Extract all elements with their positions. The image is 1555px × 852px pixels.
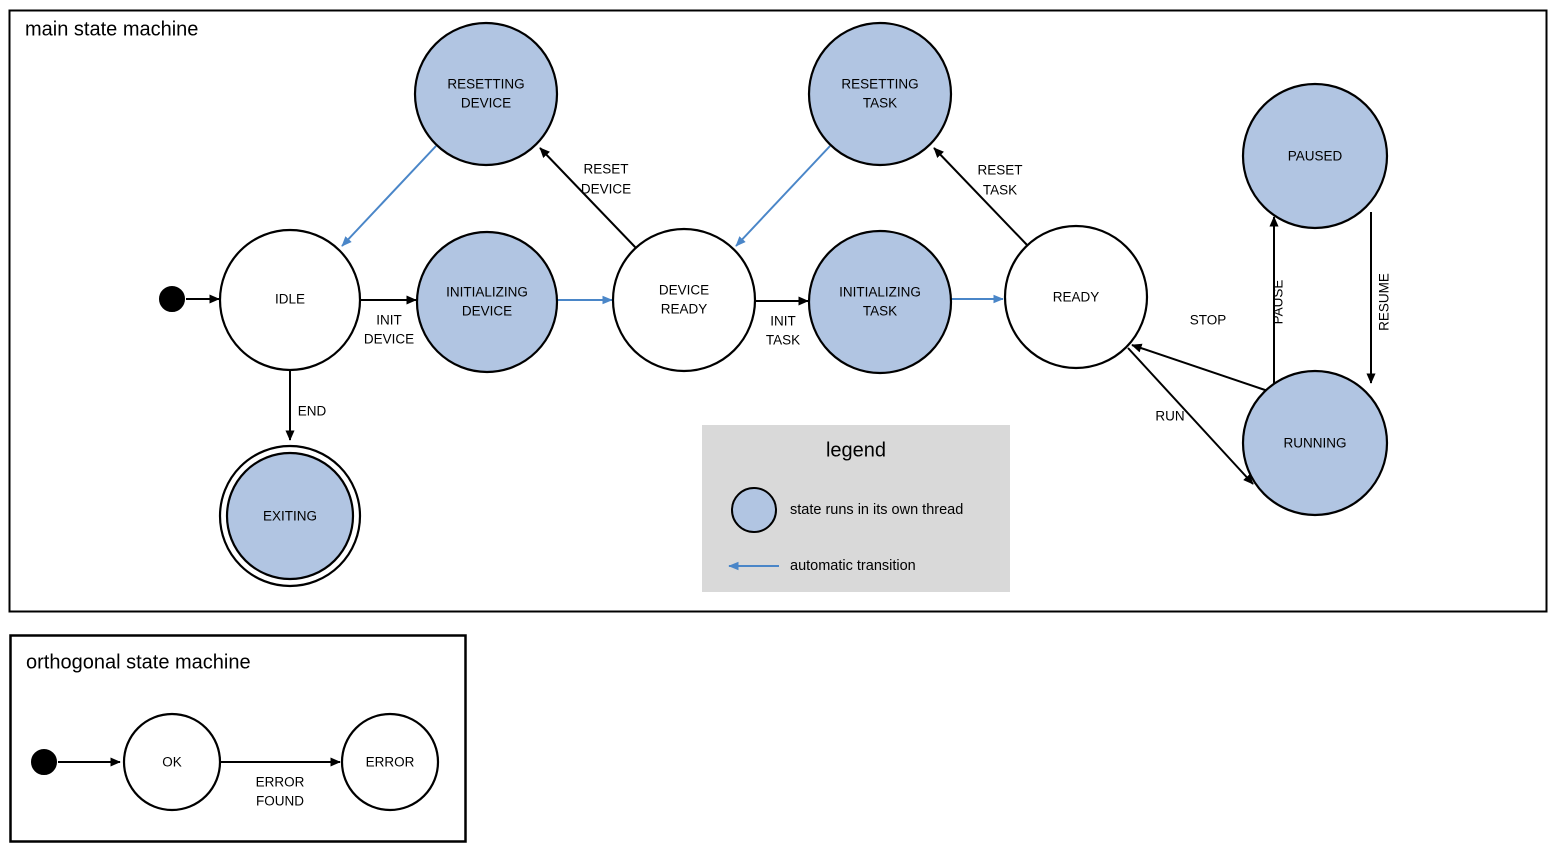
state-running-circle[interactable]	[1241, 369, 1389, 517]
label-reset-device-line2: DEVICE	[581, 182, 631, 197]
edge-device-ready-to-resetting-device	[539, 147, 637, 249]
state-device-ready[interactable]: DEVICE READY	[611, 227, 757, 373]
label-init-task-line1: INIT	[770, 314, 796, 329]
state-paused[interactable]: PAUSED	[1241, 82, 1389, 230]
label-init-device-line2: DEVICE	[364, 332, 414, 347]
state-ready-circle[interactable]	[1003, 224, 1149, 370]
state-resetting-task-circle[interactable]	[807, 21, 953, 167]
state-running-label: RUNNING	[1284, 436, 1347, 451]
orthogonal-state-machine-box: orthogonal state machine OK ERROR ERROR …	[9, 634, 467, 843]
state-initializing-task-label-line1: INITIALIZING	[839, 285, 921, 300]
state-device-ready-circle[interactable]	[611, 227, 757, 373]
state-ok-circle[interactable]	[122, 712, 222, 812]
state-ok-label: OK	[162, 755, 182, 770]
label-pause: PAUSE	[1271, 280, 1286, 325]
orthogonal-box-title: orthogonal state machine	[26, 651, 251, 673]
legend-title: legend	[826, 439, 886, 461]
state-resetting-device-label-line1: RESETTING	[447, 77, 524, 92]
state-error-label: ERROR	[366, 755, 415, 770]
state-initializing-task-circle[interactable]	[807, 229, 953, 375]
label-stop: STOP	[1190, 313, 1227, 328]
state-resetting-task-label-line1: RESETTING	[841, 77, 918, 92]
state-initializing-device-label-line1: INITIALIZING	[446, 285, 528, 300]
edge-resetting-task-to-device-ready	[735, 145, 831, 247]
state-device-ready-label-line1: DEVICE	[659, 283, 709, 298]
state-resetting-device[interactable]: RESETTING DEVICE	[413, 21, 559, 167]
orthogonal-initial-state-marker	[31, 749, 57, 775]
state-paused-circle[interactable]	[1241, 82, 1389, 230]
state-idle-circle[interactable]	[218, 228, 362, 372]
state-ready[interactable]: READY	[1003, 224, 1149, 370]
state-ready-label: READY	[1053, 290, 1100, 305]
legend-blue-circle-icon	[731, 487, 777, 533]
label-error-found-line2: FOUND	[256, 794, 304, 809]
edge-ready-to-resetting-task	[933, 147, 1029, 247]
label-error-found-line1: ERROR	[256, 775, 305, 790]
label-reset-task-line2: TASK	[983, 183, 1017, 198]
transition-edges	[186, 145, 1376, 485]
state-nodes: IDLE RESETTING DEVICE INITIALIZING DEVIC…	[159, 21, 1389, 588]
state-initializing-device-label-line2: DEVICE	[462, 304, 512, 319]
transition-labels: INIT DEVICE RESET DEVICE INIT TASK RESET…	[298, 162, 1392, 424]
legend-panel: legend state runs in its own thread auto…	[702, 425, 1010, 592]
edge-ready-to-running	[1127, 347, 1254, 485]
state-initializing-task-label-line2: TASK	[863, 304, 897, 319]
state-initializing-device[interactable]: INITIALIZING DEVICE	[415, 230, 559, 374]
state-idle-label: IDLE	[275, 292, 305, 307]
state-initializing-device-circle[interactable]	[415, 230, 559, 374]
edge-running-to-ready	[1131, 343, 1269, 392]
state-resetting-device-label-line2: DEVICE	[461, 96, 511, 111]
initial-state-marker	[159, 286, 185, 312]
state-initializing-task[interactable]: INITIALIZING TASK	[807, 229, 953, 375]
state-running[interactable]: RUNNING	[1241, 369, 1389, 517]
state-resetting-task[interactable]: RESETTING TASK	[807, 21, 953, 167]
state-error-circle[interactable]	[340, 712, 440, 812]
state-exiting-circle[interactable]	[225, 451, 355, 581]
legend-item-thread-label: state runs in its own thread	[790, 502, 963, 518]
legend-item-automatic-label: automatic transition	[790, 558, 916, 574]
state-device-ready-label-line2: READY	[661, 302, 708, 317]
state-exiting[interactable]: EXITING	[218, 444, 362, 588]
state-exiting-label: EXITING	[263, 509, 317, 524]
state-resetting-device-circle[interactable]	[413, 21, 559, 167]
state-error[interactable]: ERROR	[340, 712, 440, 812]
label-end: END	[298, 404, 327, 419]
state-paused-label: PAUSED	[1288, 149, 1343, 164]
edge-resetting-device-to-idle	[341, 145, 437, 247]
label-init-device-line1: INIT	[376, 313, 402, 328]
label-run: RUN	[1155, 409, 1184, 424]
label-reset-task-line1: RESET	[977, 163, 1022, 178]
state-idle[interactable]: IDLE	[218, 228, 362, 372]
label-reset-device-line1: RESET	[583, 162, 628, 177]
label-resume: RESUME	[1377, 273, 1392, 331]
state-ok[interactable]: OK	[122, 712, 222, 812]
main-box-title: main state machine	[25, 18, 198, 40]
state-resetting-task-label-line2: TASK	[863, 96, 897, 111]
label-init-task-line2: TASK	[766, 333, 800, 348]
